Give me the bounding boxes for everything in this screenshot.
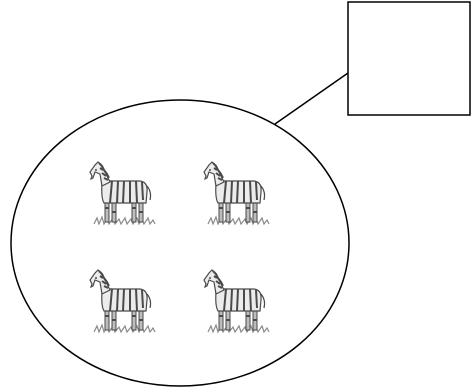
- label-box[interactable]: [347, 1, 471, 116]
- connector-line: [274, 72, 349, 125]
- set-ellipse: [10, 99, 350, 387]
- zebra-icon: [89, 161, 156, 225]
- zebra-icon: [203, 269, 270, 333]
- zebra-icon: [203, 161, 270, 225]
- zebra-icon: [89, 269, 156, 333]
